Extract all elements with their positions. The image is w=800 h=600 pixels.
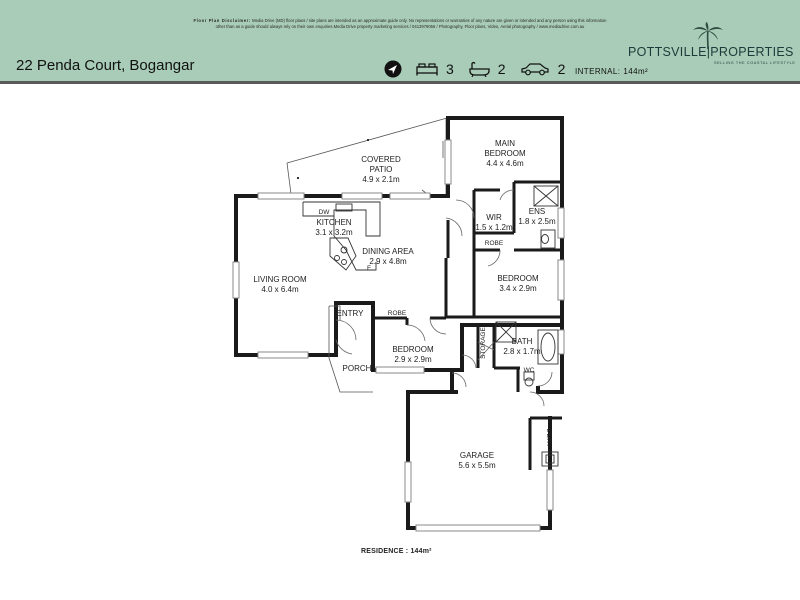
entry-label: ENTRY bbox=[337, 309, 365, 318]
main-bedroom-size: 4.4 x 4.6m bbox=[486, 159, 524, 168]
windows bbox=[232, 139, 565, 532]
car-spaces-stat: 2 bbox=[520, 61, 566, 77]
internal-value: 144m² bbox=[623, 67, 649, 76]
bath-icon bbox=[469, 61, 490, 77]
main-bedroom-label: MAIN bbox=[495, 139, 515, 148]
living-label: LIVING ROOM bbox=[253, 275, 307, 284]
brand-tagline: SELLING THE COASTAL LIFESTYLE bbox=[714, 61, 796, 65]
wir-label: WIR bbox=[486, 213, 502, 222]
bedroom-2-label: BEDROOM bbox=[497, 274, 539, 283]
internal-area: INTERNAL:144m² bbox=[572, 67, 648, 76]
palm-tree-logo-icon bbox=[693, 22, 723, 50]
kitchen-size: 3.1 x 3.2m bbox=[315, 228, 353, 237]
interior-walls bbox=[373, 180, 562, 470]
bedroom-3-robe-label: ROBE bbox=[388, 310, 407, 317]
storage-label: STORAGE bbox=[480, 327, 487, 359]
bed-icon bbox=[416, 63, 438, 76]
bedroom-3-size: 2.9 x 2.9m bbox=[394, 355, 432, 364]
dining-label: DINING AREA bbox=[362, 247, 414, 256]
fridge-label: F bbox=[367, 265, 371, 272]
laundry-label: L'DRY bbox=[545, 429, 552, 448]
garage-label: GARAGE bbox=[460, 451, 494, 460]
dishwasher-label: DW bbox=[319, 209, 331, 216]
bedrooms-stat: 3 bbox=[416, 61, 454, 77]
porch-outline bbox=[328, 305, 373, 393]
kitchen-label: KITCHEN bbox=[316, 218, 351, 227]
car-icon bbox=[520, 63, 549, 76]
main-bedroom-label-2: BEDROOM bbox=[484, 149, 526, 158]
compass-icon bbox=[384, 60, 402, 78]
header-banner: Floor Plan Disclaimer: Media Drive (MD) … bbox=[0, 0, 800, 84]
disclaimer-line-1: Floor Plan Disclaimer: Media Drive (MD) … bbox=[193, 18, 607, 23]
property-address: 22 Penda Court, Bogangar bbox=[16, 57, 195, 74]
wir-size: 1.5 x 1.2m bbox=[475, 223, 513, 232]
living-size: 4.0 x 6.4m bbox=[261, 285, 299, 294]
covered-patio-size: 4.9 x 2.1m bbox=[362, 175, 400, 184]
bedrooms-count: 3 bbox=[446, 61, 454, 77]
compass-stat bbox=[384, 60, 402, 78]
bath-size: 2.8 x 1.7m bbox=[503, 347, 541, 356]
bathroom-fixtures bbox=[495, 185, 559, 467]
bathrooms-count: 2 bbox=[497, 61, 506, 77]
garage-size: 5.6 x 5.5m bbox=[458, 461, 496, 470]
property-stats: 3 2 2 bbox=[384, 60, 579, 78]
disclaimer-title: Floor Plan Disclaimer: bbox=[193, 18, 251, 23]
covered-patio-label-2: PATIO bbox=[370, 165, 393, 174]
bathrooms-stat: 2 bbox=[468, 61, 506, 77]
bedroom-3-label: BEDROOM bbox=[392, 345, 434, 354]
ensuite-size: 1.8 x 2.5m bbox=[518, 217, 556, 226]
wc-label: WC bbox=[524, 367, 535, 374]
porch-label: PORCH bbox=[343, 364, 372, 373]
covered-patio-label: COVERED bbox=[361, 155, 401, 164]
bedroom-2-size: 3.4 x 2.9m bbox=[499, 284, 537, 293]
dining-size: 2.9 x 4.8m bbox=[369, 257, 407, 266]
ensuite-label: ENS bbox=[529, 207, 545, 216]
kitchen-bench bbox=[302, 201, 381, 271]
door-swings bbox=[335, 189, 553, 407]
bath-label: BATH bbox=[512, 337, 533, 346]
residence-area: RESIDENCE : 144m² bbox=[361, 548, 432, 555]
disclaimer-line-2: other than as a guide should always rely… bbox=[215, 24, 585, 29]
main-robe-label: ROBE bbox=[485, 240, 504, 247]
internal-label: INTERNAL: bbox=[575, 67, 621, 76]
brand-name: POTTSVILLE|PROPERTIES bbox=[628, 45, 794, 59]
car-spaces-count: 2 bbox=[557, 61, 566, 77]
room-labels: COVERED PATIO 4.9 x 2.1m MAIN BEDROOM 4.… bbox=[253, 139, 556, 470]
